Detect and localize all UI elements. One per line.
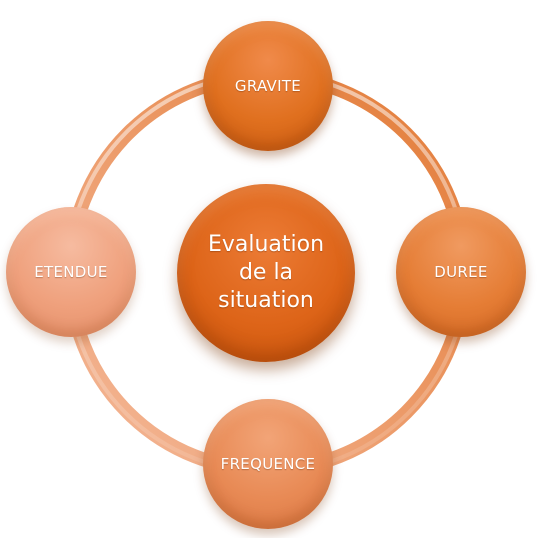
node-gravite-label: GRAVITE	[234, 77, 302, 95]
node-duree: DUREE	[396, 207, 526, 337]
node-frequence: FREQUENCE	[203, 399, 333, 529]
center-label: Evaluation de la situation	[207, 232, 325, 313]
node-frequence-label: FREQUENCE	[220, 455, 316, 473]
node-duree-label: DUREE	[434, 263, 488, 281]
center-node: Evaluation de la situation	[177, 184, 355, 362]
node-etendue: ETENDUE	[6, 207, 136, 337]
node-etendue-label: ETENDUE	[34, 263, 108, 281]
node-gravite: GRAVITE	[203, 21, 333, 151]
